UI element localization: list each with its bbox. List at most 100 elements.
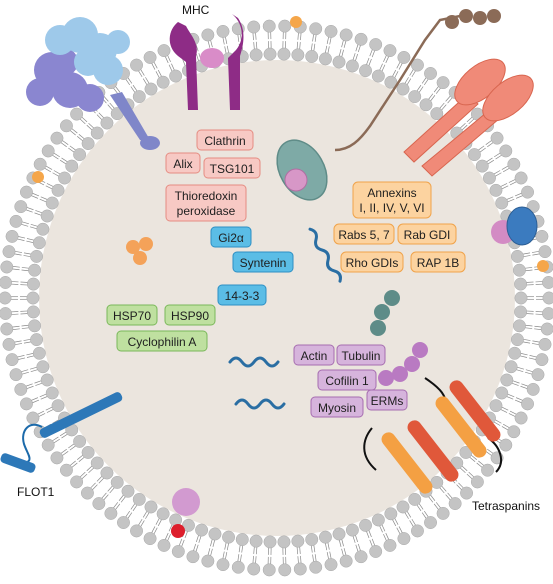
box-myosin: Myosin xyxy=(310,396,364,418)
lipid-tail xyxy=(406,510,412,518)
lipid-tail xyxy=(476,462,484,469)
lipid-head xyxy=(100,116,114,130)
lipid-tail xyxy=(145,77,150,85)
lipid-tail xyxy=(69,145,77,151)
lipid-head xyxy=(345,59,359,73)
lipid-head xyxy=(339,554,353,568)
box-annexins: Annexins I, II, IV, V, VI xyxy=(352,181,432,219)
lipid-tail xyxy=(406,78,412,86)
lipid-head xyxy=(309,22,323,36)
svg-text:peroxidase: peroxidase xyxy=(177,204,236,218)
lipid-tail xyxy=(522,341,531,344)
lipid-tail xyxy=(506,393,515,398)
box-thioredoxin: Thioredoxin peroxidase xyxy=(165,184,247,222)
lipid-tail xyxy=(224,35,228,44)
lipid-tail xyxy=(210,548,213,557)
lipid-tail xyxy=(299,545,301,554)
lipid-tail xyxy=(534,328,543,331)
lipid-tail xyxy=(237,33,240,42)
lipid-tail xyxy=(40,395,49,400)
lipid-head xyxy=(332,527,346,541)
lipid-tail xyxy=(445,494,452,501)
lipid-tail xyxy=(142,510,148,518)
lipid-tail xyxy=(486,159,495,165)
lipid-head xyxy=(514,411,528,425)
lipid-tail xyxy=(21,371,29,375)
lipid-tail xyxy=(365,57,370,66)
lipid-tail xyxy=(59,159,68,165)
lipid-tail xyxy=(86,465,93,472)
lipid-tail xyxy=(222,36,225,45)
lipid-head xyxy=(41,144,55,158)
lipid-tail xyxy=(68,147,75,153)
lipid-tail xyxy=(499,183,508,188)
svg-text:Rho GDIs: Rho GDIs xyxy=(346,256,399,270)
lipid-tail xyxy=(252,555,254,564)
lipid-head xyxy=(542,291,553,305)
lipid-head xyxy=(324,24,338,38)
lipid-head xyxy=(396,500,410,514)
lipid-tail xyxy=(516,366,525,370)
lipid-tail xyxy=(493,170,501,175)
lipid-tail xyxy=(60,141,67,148)
lipid-tail xyxy=(531,343,540,346)
lipid-head xyxy=(195,523,209,537)
svg-text:Rabs 5, 7: Rabs 5, 7 xyxy=(338,228,390,242)
lipid-head xyxy=(70,107,84,121)
membrane-receptor xyxy=(403,58,534,177)
lipid-tail xyxy=(525,369,534,373)
lipid-tail xyxy=(429,494,436,501)
svg-text:Tubulin: Tubulin xyxy=(342,349,381,363)
lipid-head xyxy=(5,229,19,243)
lipid-tail xyxy=(300,32,302,41)
lipid-tail xyxy=(195,544,199,553)
lipid-head xyxy=(45,386,59,400)
lipid-head xyxy=(157,44,171,58)
lipid-head xyxy=(14,382,28,396)
lipid-tail xyxy=(130,502,136,510)
lipid-tail xyxy=(77,454,84,460)
lipid-tail xyxy=(26,240,35,244)
svg-text:Myosin: Myosin xyxy=(318,401,356,415)
lipid-head xyxy=(396,82,410,96)
lipid-tail xyxy=(36,410,45,415)
lipid-tail xyxy=(411,69,417,78)
lipid-head xyxy=(117,516,130,529)
lipid-tail xyxy=(506,198,515,203)
lipid-tail xyxy=(312,33,315,42)
lipid-tail xyxy=(153,61,158,69)
lipid-tail xyxy=(485,157,493,163)
lipid-head xyxy=(51,399,65,413)
lipid-tail xyxy=(69,129,76,136)
lipid-tail xyxy=(378,63,383,72)
lipid-tail xyxy=(224,552,228,561)
lipid-tail xyxy=(510,382,519,386)
membrane-lipid-dot xyxy=(32,171,44,183)
lipid-head xyxy=(540,322,553,336)
lipid-tail xyxy=(396,61,401,69)
lipid-head xyxy=(319,530,332,544)
lipid-head xyxy=(40,373,54,387)
svg-text:Thioredoxin: Thioredoxin xyxy=(175,189,238,203)
svg-text:Annexins: Annexins xyxy=(367,186,416,200)
lipid-tail xyxy=(21,327,30,329)
lipid-tail xyxy=(112,502,119,509)
membrane-protein-complex xyxy=(26,17,160,150)
lipid-tail xyxy=(168,64,173,73)
lipid-tail xyxy=(61,433,69,439)
lipid-tail xyxy=(468,456,476,462)
lipid-tail xyxy=(31,399,40,404)
lipid-head xyxy=(26,291,40,305)
lipid-head xyxy=(9,214,23,228)
lipid-tail xyxy=(255,31,257,40)
lipid-head xyxy=(14,200,28,214)
lipid-tail xyxy=(46,183,55,188)
lipid-head xyxy=(475,159,489,173)
lipid-head xyxy=(535,229,549,243)
lipid-head xyxy=(293,562,307,576)
lipid-head xyxy=(262,19,276,33)
lipid-tail xyxy=(509,410,518,415)
lipid-head xyxy=(383,538,397,552)
lipid-tail xyxy=(493,421,501,426)
lipid-tail xyxy=(310,544,313,553)
